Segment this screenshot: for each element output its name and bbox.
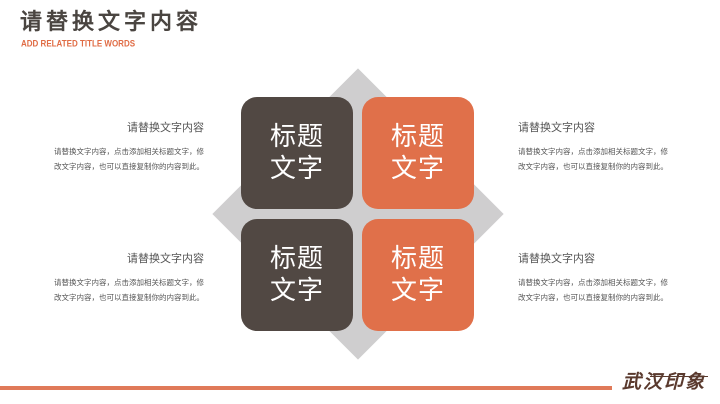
- tile-label-line2: 文字: [390, 276, 445, 306]
- block-heading: 请替换文字内容: [127, 121, 204, 134]
- text-block-top-left: 请替换文字内容 请替换文字内容，点击添加相关标题文字，修改文字内容，也可以直接复…: [48, 121, 204, 174]
- block-body: 请替换文字内容，点击添加相关标题文字，修改文字内容，也可以直接复制你的内容到此。: [518, 147, 668, 171]
- page-subtitle: ADD RELATED TITLE WORDS: [21, 38, 136, 49]
- logo-overline: [650, 376, 708, 377]
- block-heading: 请替换文字内容: [518, 121, 595, 134]
- text-block-bottom-right: 请替换文字内容 请替换文字内容，点击添加相关标题文字，修改文字内容，也可以直接复…: [518, 252, 674, 305]
- text-block-bottom-left: 请替换文字内容 请替换文字内容，点击添加相关标题文字，修改文字内容，也可以直接复…: [48, 252, 204, 305]
- tile-label-line1: 标题: [269, 122, 324, 152]
- page-title: 请替换文字内容: [20, 10, 203, 35]
- tile-top-right: 标题 文字: [362, 97, 474, 209]
- tile-top-left: 标题 文字: [241, 97, 353, 209]
- tile-label-line2: 文字: [269, 154, 324, 184]
- tile-label-line1: 标题: [390, 122, 445, 152]
- tile-label-line2: 文字: [269, 276, 324, 306]
- tile-bottom-right: 标题 文字: [362, 219, 474, 331]
- block-body: 请替换文字内容，点击添加相关标题文字，修改文字内容，也可以直接复制你的内容到此。: [518, 278, 668, 302]
- footer-divider-line: [0, 386, 612, 390]
- block-body: 请替换文字内容，点击添加相关标题文字，修改文字内容，也可以直接复制你的内容到此。: [54, 147, 204, 171]
- tile-bottom-left: 标题 文字: [241, 219, 353, 331]
- brand-logo: 武汉印象: [622, 371, 707, 393]
- tile-label-line1: 标题: [269, 244, 324, 274]
- block-heading: 请替换文字内容: [127, 252, 204, 265]
- text-block-top-right: 请替换文字内容 请替换文字内容，点击添加相关标题文字，修改文字内容，也可以直接复…: [518, 121, 674, 174]
- tile-label-line1: 标题: [390, 244, 445, 274]
- block-heading: 请替换文字内容: [518, 252, 595, 265]
- block-body: 请替换文字内容，点击添加相关标题文字，修改文字内容，也可以直接复制你的内容到此。: [54, 278, 204, 302]
- tile-label-line2: 文字: [390, 154, 445, 184]
